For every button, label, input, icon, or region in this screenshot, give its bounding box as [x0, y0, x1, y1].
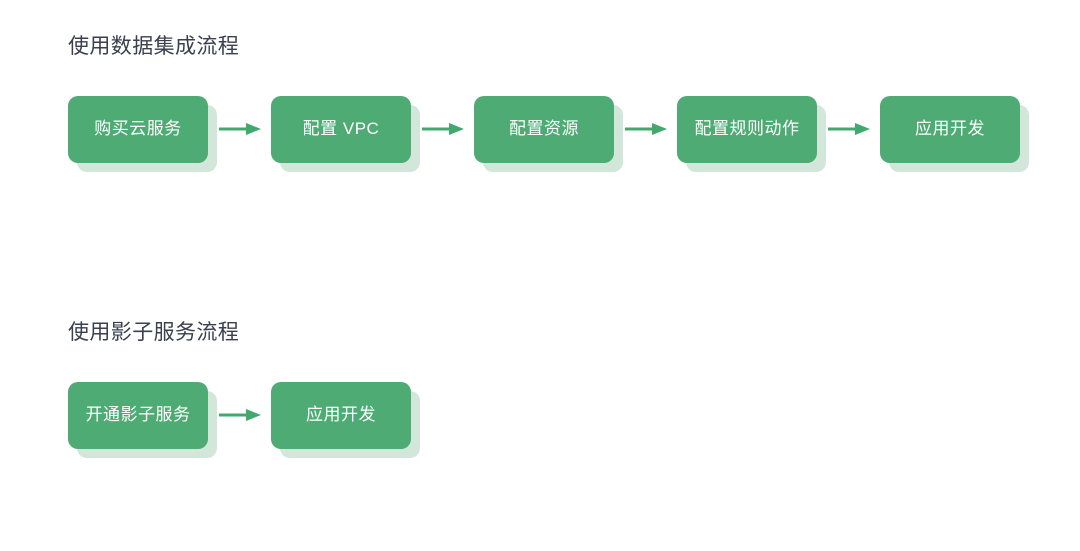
- arrow-right-icon-1: [208, 96, 271, 163]
- flow-node-label: 配置规则动作: [694, 119, 800, 138]
- flow-node-purchase-cloud-service[interactable]: 购买云服务: [68, 95, 217, 172]
- section-shadow-service-flow: 使用影子服务流程 开通影子服务 应用开发: [0, 318, 1080, 458]
- arrow-right-icon-5: [208, 382, 271, 449]
- section-data-integration-flow: 使用数据集成流程 购买云服务 配置 VPC: [0, 32, 1080, 172]
- section-title-shadow-service: 使用影子服务流程: [68, 321, 240, 344]
- section-title-data-integration: 使用数据集成流程: [68, 35, 240, 58]
- flow-node-label: 购买云服务: [94, 119, 182, 138]
- flow-node-box[interactable]: 配置规则动作: [677, 95, 817, 163]
- flow-node-box[interactable]: 配置 VPC: [271, 95, 411, 163]
- flow-node-application-development-2[interactable]: 应用开发: [271, 381, 420, 458]
- flow-node-enable-shadow-service[interactable]: 开通影子服务: [68, 381, 217, 458]
- flow-row-shadow-service: 开通影子服务 应用开发: [0, 372, 1080, 458]
- arrow-right-icon-4: [817, 96, 880, 163]
- flow-node-label: 开通影子服务: [85, 405, 191, 424]
- flow-node-configure-vpc[interactable]: 配置 VPC: [271, 95, 420, 172]
- flow-node-box[interactable]: 购买云服务: [68, 95, 208, 163]
- flow-node-box[interactable]: 开通影子服务: [68, 381, 208, 449]
- flow-node-configure-resource[interactable]: 配置资源: [474, 95, 623, 172]
- flow-node-box[interactable]: 应用开发: [271, 381, 411, 449]
- flow-node-label: 应用开发: [306, 405, 376, 424]
- flow-node-label: 配置 VPC: [302, 119, 380, 138]
- flow-node-box[interactable]: 应用开发: [880, 95, 1020, 163]
- flow-node-application-development-1[interactable]: 应用开发: [880, 95, 1029, 172]
- flow-row-data-integration: 购买云服务 配置 VPC: [0, 86, 1080, 172]
- arrow-right-icon-3: [614, 96, 677, 163]
- arrow-right-icon-2: [411, 96, 474, 163]
- flow-node-configure-rule-action[interactable]: 配置规则动作: [677, 95, 826, 172]
- flow-node-label: 应用开发: [915, 119, 985, 138]
- flow-node-box[interactable]: 配置资源: [474, 95, 614, 163]
- flow-node-label: 配置资源: [509, 119, 579, 138]
